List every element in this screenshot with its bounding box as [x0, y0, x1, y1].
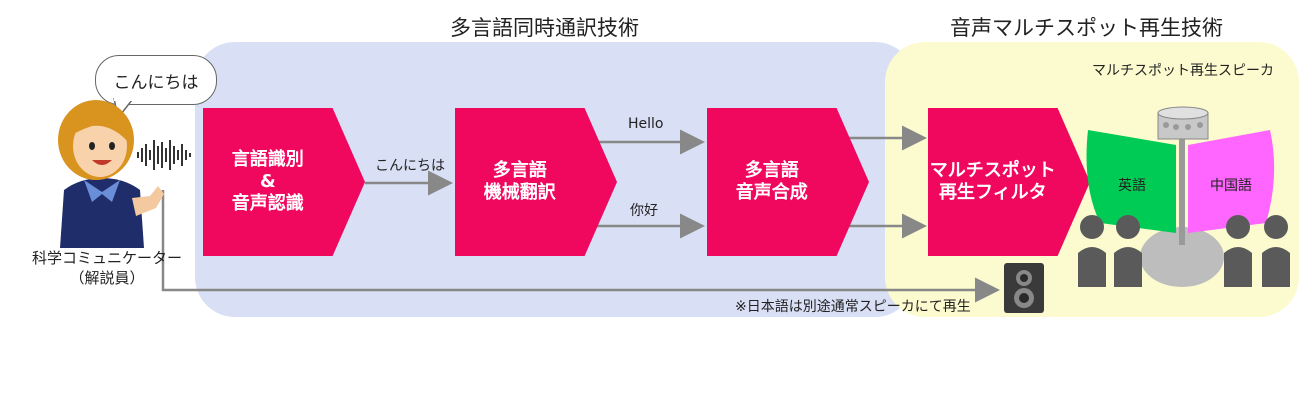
multispot-speaker-icon — [1078, 106, 1290, 287]
translation-section-title: 多言語同時通訳技術 — [450, 16, 639, 40]
regular-speaker-icon — [1004, 263, 1044, 313]
step-speech-synthesis-label: 多言語 音声合成 — [735, 160, 808, 203]
english-wing-label: 英語 — [1118, 178, 1146, 194]
sound-wave-icon — [137, 140, 191, 170]
english-text-label: Hello — [628, 116, 664, 132]
step-machine-translation: 多言語 機械翻訳 — [455, 108, 617, 256]
step-recognition-label: 言語識別 & 音声認識 — [231, 149, 304, 214]
step-speech-synthesis: 多言語 音声合成 — [707, 108, 869, 256]
japanese-playback-note: ※日本語は別途通常スピーカにて再生 — [735, 299, 971, 315]
step-multispot-filter: マルチスポット 再生フィルタ — [928, 108, 1090, 256]
multispot-speaker-caption: マルチスポット再生スピーカ — [1092, 63, 1274, 79]
arrow-japanese-path — [161, 190, 1000, 303]
multispot-section-title: 音声マルチスポット再生技術 — [950, 16, 1223, 40]
recognized-text-label: こんにちは — [375, 158, 445, 174]
chinese-text-label: 你好 — [630, 203, 658, 219]
speech-bubble: こんにちは — [95, 55, 217, 105]
step-recognition: 言語識別 & 音声認識 — [203, 108, 365, 256]
step-machine-translation-label: 多言語 機械翻訳 — [483, 160, 556, 203]
science-communicator-figure — [58, 100, 164, 248]
chinese-wing-label: 中国語 — [1210, 178, 1252, 194]
step-multispot-filter-label: マルチスポット 再生フィルタ — [929, 160, 1056, 203]
person-label: 科学コミュニケーター （解説員） — [31, 249, 182, 287]
